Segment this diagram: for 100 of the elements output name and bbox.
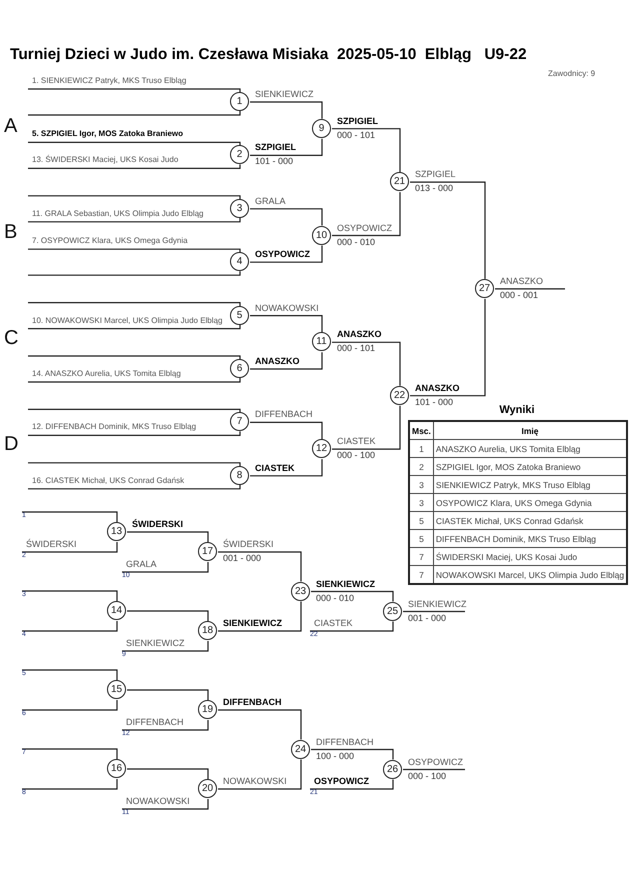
name-label: GRALA <box>255 196 286 207</box>
name-label: ŚWIDERSKI <box>132 520 184 530</box>
bracket-line <box>28 462 241 467</box>
competitor-label: 13. ŚWIDERSKI Maciej, UKS Kosai Judo <box>32 156 178 166</box>
name-label: CIASTEK <box>337 437 376 447</box>
name-label: SZPIGIEL <box>255 143 296 154</box>
match-circle: 26 <box>383 760 402 778</box>
match-circle: 20 <box>198 779 217 798</box>
bracket-line <box>250 138 323 156</box>
score-label: 000 - 101 <box>337 130 376 141</box>
score-label: 100 - 000 <box>316 752 354 762</box>
bracket-line <box>250 352 323 370</box>
match-circle: 14 <box>107 601 126 620</box>
bracket-line <box>22 779 118 790</box>
bracket-line <box>28 142 241 146</box>
name-label: ANASZKO <box>415 384 460 394</box>
bracket-line <box>250 315 323 332</box>
name-label: DIFFENBACH <box>126 718 184 728</box>
place-number: 3 <box>409 494 434 512</box>
bracket-line <box>22 700 118 711</box>
pool-letter: C <box>4 327 18 349</box>
name-label: OSYPOWICZ <box>255 250 310 260</box>
match-circle: 25 <box>383 602 402 620</box>
bracket-line <box>22 621 118 632</box>
bracket-line <box>127 531 209 542</box>
pool-letter: A <box>4 115 18 137</box>
match-circle: 17 <box>198 542 217 561</box>
score-label: 101 - 000 <box>415 398 454 408</box>
bracket-line <box>28 408 241 414</box>
place-number: 5 <box>409 512 434 530</box>
match-circle: 18 <box>198 621 217 640</box>
competitor-label: 5. SZPIGIEL Igor, MOS Zatoka Braniewo <box>32 130 183 140</box>
score-label: 000 - 010 <box>316 594 354 604</box>
score-label: 001 - 000 <box>408 614 446 624</box>
competitor-label: 12. DIFFENBACH Dominik, MKS Truso Elbląg <box>32 423 196 432</box>
bracket-line <box>22 511 118 522</box>
competitor-label: 16. CIASTEK Michał, UKS Conrad Gdańsk <box>32 476 184 486</box>
name-label: SIENKIEWICZ <box>408 600 467 610</box>
name-label: DIFFENBACH <box>316 738 374 748</box>
name-label: NOWAKOWSKI <box>255 304 319 314</box>
match-circle: 7 <box>230 412 249 432</box>
bracket-line <box>218 709 302 740</box>
match-circle: 15 <box>107 680 126 699</box>
table-title: Wyniki <box>498 404 536 416</box>
bracket-line <box>28 324 241 330</box>
bracket-line <box>122 799 209 810</box>
bracket-line <box>28 484 241 490</box>
name-label: CIASTEK <box>255 464 295 474</box>
match-circle: 1 <box>230 92 249 111</box>
bracket-line <box>28 378 241 383</box>
match-circle: 5 <box>230 306 249 325</box>
bracket-line <box>310 622 394 632</box>
match-circle: 27 <box>475 278 494 298</box>
bracket-line <box>122 641 209 652</box>
bracket-line <box>332 342 401 386</box>
match-circle: 2 <box>230 145 249 164</box>
place-number: 3 <box>409 476 434 494</box>
match-circle: 22 <box>390 386 409 405</box>
bracket-line <box>403 610 465 612</box>
name-label: NOWAKOWSKI <box>126 797 190 807</box>
bracket-line <box>28 431 241 436</box>
bracket-line <box>22 748 118 759</box>
name-label: SIENKIEWICZ <box>255 90 314 100</box>
name-label: OSYPOWICZ <box>337 224 392 234</box>
name-label: ANASZKO <box>500 276 544 287</box>
column-header: Msc. <box>409 421 434 440</box>
match-circle: 3 <box>230 198 249 218</box>
name-label: SIENKIEWICZ <box>316 580 376 590</box>
name-label: NOWAKOWSKI <box>223 777 287 787</box>
bracket-line <box>218 551 302 582</box>
name-label: CIASTEK <box>314 619 353 629</box>
bracket-line <box>28 195 241 200</box>
match-circle: 11 <box>312 332 331 352</box>
name-label: SZPIGIEL <box>415 170 456 180</box>
name-label: ANASZKO <box>255 357 300 367</box>
bracket-line <box>28 218 241 222</box>
bracket-line <box>250 459 323 476</box>
bracket-line <box>410 182 486 279</box>
bracket-line <box>22 669 118 680</box>
score-label: 101 - 000 <box>255 157 294 168</box>
bracket-line <box>403 768 465 770</box>
bracket-line <box>332 128 401 172</box>
bracket-line <box>28 248 241 254</box>
bracket-line <box>310 780 394 790</box>
bracket-line <box>332 406 401 450</box>
competitor-label: 14. ANASZKO Aurelia, UKS Tomita Elbląg <box>32 370 181 379</box>
name-label: GRALA <box>126 560 157 570</box>
bracket-line <box>127 689 209 700</box>
name-label: ŚWIDERSKI <box>26 540 77 550</box>
pool-letter: D <box>4 433 18 455</box>
match-circle: 16 <box>107 759 126 778</box>
bracket-line <box>311 748 394 760</box>
match-circle: 10 <box>312 226 331 244</box>
bracket-line <box>28 302 241 307</box>
bracket-line <box>28 164 241 169</box>
bracket-line <box>28 88 241 93</box>
match-circle: 13 <box>107 522 126 541</box>
name-label: DIFFENBACH <box>255 410 313 420</box>
score-label: 000 - 001 <box>500 290 538 301</box>
score-label: 000 - 010 <box>337 238 376 248</box>
